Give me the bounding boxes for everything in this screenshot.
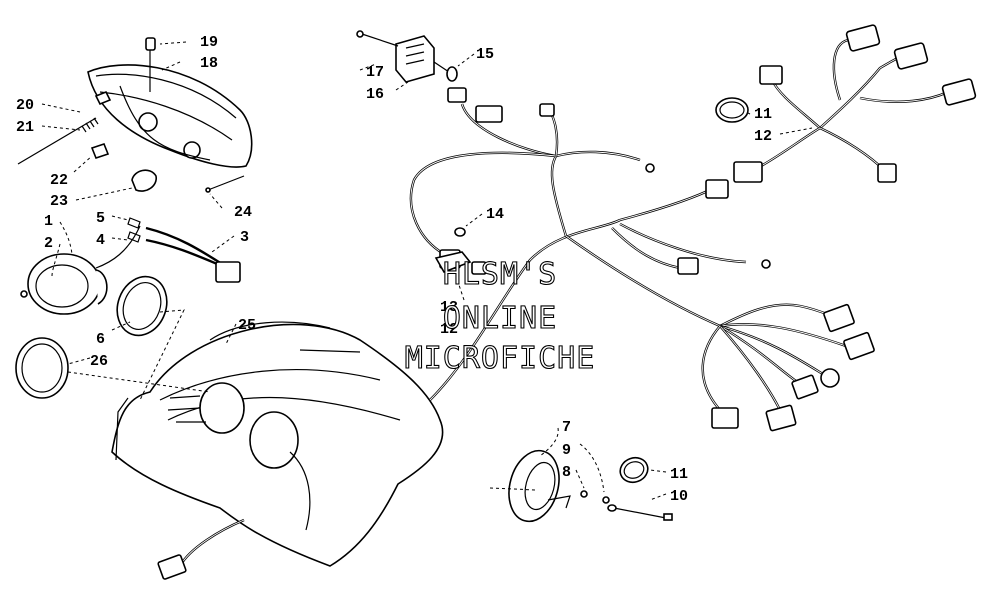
speedometer-gauge xyxy=(20,253,108,315)
callout-12: 12 xyxy=(754,128,772,145)
callout-25: 24 xyxy=(234,204,252,221)
leader-lines xyxy=(41,41,813,501)
relay-13-14 xyxy=(434,251,487,275)
callout-21: 20 xyxy=(16,97,34,114)
mount-ring-7 xyxy=(508,449,571,523)
callout-8: 8 xyxy=(562,464,571,481)
callout-11-upper: 11 xyxy=(754,106,772,123)
bezel-ring-27 xyxy=(15,337,69,399)
callout-15: 14 xyxy=(486,206,504,223)
callout-23: 22 xyxy=(50,172,68,189)
callout-11-lower: 11 xyxy=(670,466,688,483)
strap-11-upper xyxy=(715,97,749,123)
voltage-regulator-17 xyxy=(356,30,458,83)
callout-9: 9 xyxy=(562,442,571,459)
callout-13: 12 xyxy=(440,321,458,338)
console-panel-26 xyxy=(111,321,444,567)
grommet-23 xyxy=(90,143,110,159)
callout-18: 17 xyxy=(366,64,384,81)
watermark-line-3: MICROFICHE xyxy=(405,341,596,376)
callout-1: 1 xyxy=(44,213,53,230)
adjuster-screw-21-22 xyxy=(17,117,99,165)
gauge-harness-3 xyxy=(95,217,241,283)
watermark-line-2: ONLINE xyxy=(443,301,557,336)
watermark-line-1: HLSM'S xyxy=(443,257,557,292)
socket-24 xyxy=(131,169,157,192)
callout-19: 18 xyxy=(200,55,218,72)
gasket-ring-6 xyxy=(116,275,168,337)
callout-2: 2 xyxy=(44,235,53,252)
callout-6: 6 xyxy=(96,331,105,348)
bulb-holder-20 xyxy=(145,37,156,92)
callout-20: 19 xyxy=(200,34,218,51)
sub-harness-12 xyxy=(733,24,977,183)
callout-4: 4 xyxy=(96,232,105,249)
wire-clip-25 xyxy=(205,175,245,193)
callout-5: 5 xyxy=(96,210,105,227)
callout-7: 7 xyxy=(562,419,571,436)
hardware-8-9-10 xyxy=(580,490,673,521)
callout-24: 23 xyxy=(50,193,68,210)
watermark: HLSM'S ONLINE MICROFICHE xyxy=(404,256,596,376)
callout-14: 13 xyxy=(440,299,458,316)
branch-harness xyxy=(701,303,875,432)
callout-17: 16 xyxy=(366,86,384,103)
strap-11-lower xyxy=(619,456,649,484)
console-lead-wire xyxy=(157,518,245,580)
headlight-housing xyxy=(87,64,253,168)
callout-22: 21 xyxy=(16,119,34,136)
main-harness xyxy=(409,103,747,401)
callout-10: 10 xyxy=(670,488,688,505)
callout-27: 26 xyxy=(90,353,108,370)
callout-labels: 19 18 20 21 22 23 24 1 2 5 4 3 6 26 25 1… xyxy=(16,34,772,505)
callout-26: 25 xyxy=(238,317,256,334)
callout-16: 15 xyxy=(476,46,494,63)
fuse-15 xyxy=(454,227,466,237)
callout-3: 3 xyxy=(240,229,249,246)
